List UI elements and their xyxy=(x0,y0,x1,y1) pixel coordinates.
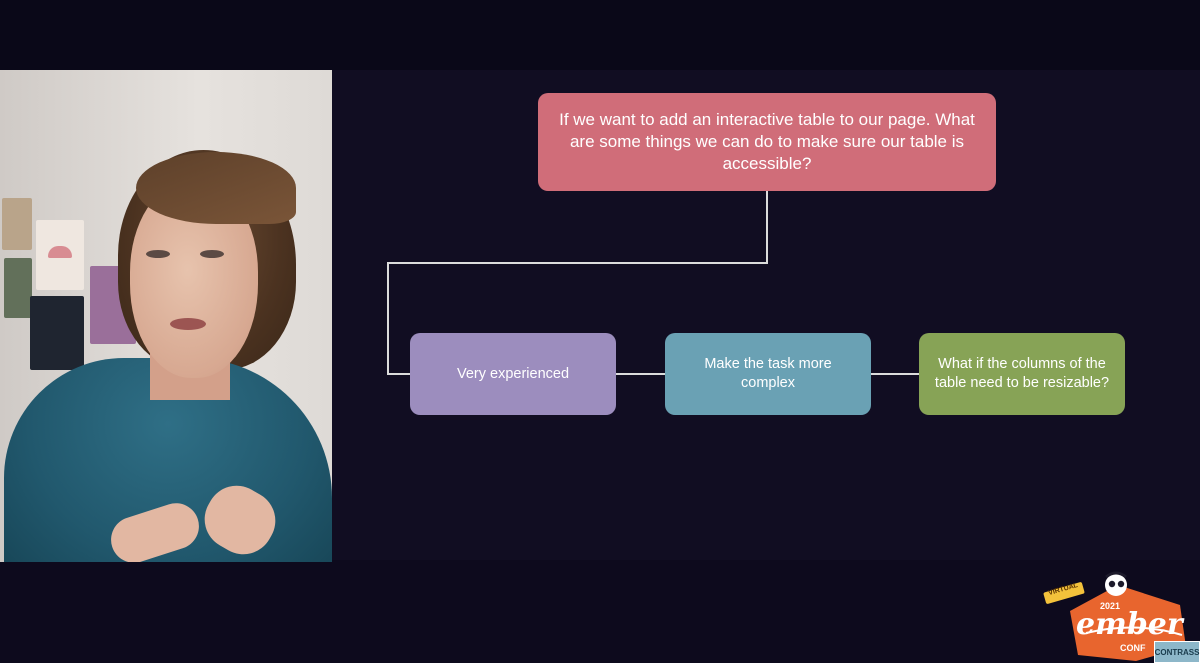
bangs xyxy=(136,152,296,224)
complex-task-text: Make the task more complex xyxy=(704,356,832,391)
emberconf-logo-graphic xyxy=(1043,571,1186,661)
connector-left-down xyxy=(387,262,389,374)
connector-to-first xyxy=(387,373,411,375)
connector-first-second xyxy=(616,373,665,375)
root-question-box: If we want to add an interactive table t… xyxy=(538,93,996,191)
right-eye xyxy=(200,250,224,258)
very-experienced-text: Very experienced xyxy=(456,365,570,382)
top-letterbox xyxy=(0,0,1200,70)
logo-suffix-text: CONF xyxy=(1120,643,1146,653)
contrass-badge: CONTRASS xyxy=(1154,641,1200,663)
logo-year-text: 2021 xyxy=(1100,601,1121,611)
complex-task-box: Make the task more complex xyxy=(665,333,871,415)
resizable-columns-box: What if the columns of the table need to… xyxy=(919,333,1125,415)
left-eye xyxy=(146,250,170,258)
connector-horizontal-top xyxy=(387,262,768,264)
wall-poster-1 xyxy=(2,198,32,250)
logo-brand-text: ember xyxy=(1076,607,1183,642)
connector-second-third xyxy=(870,373,919,375)
badge-text: CONTRASS xyxy=(1154,647,1200,657)
wall-poster-3 xyxy=(30,296,84,370)
bottom-letterbox xyxy=(0,560,1200,663)
wall-poster-2 xyxy=(4,258,32,318)
mushroom-cap-icon xyxy=(48,246,72,258)
connector-root-down xyxy=(766,191,768,263)
root-question-text: If we want to add an interactive table t… xyxy=(559,110,975,173)
speaker-webcam xyxy=(0,70,332,562)
very-experienced-box: Very experienced xyxy=(410,333,616,415)
mouth xyxy=(170,318,206,330)
resizable-columns-text: What if the columns of the table need to… xyxy=(934,356,1110,391)
emberconf-logo: VIRTUAL 2021 ember CONF CONTRASS xyxy=(1040,571,1200,663)
